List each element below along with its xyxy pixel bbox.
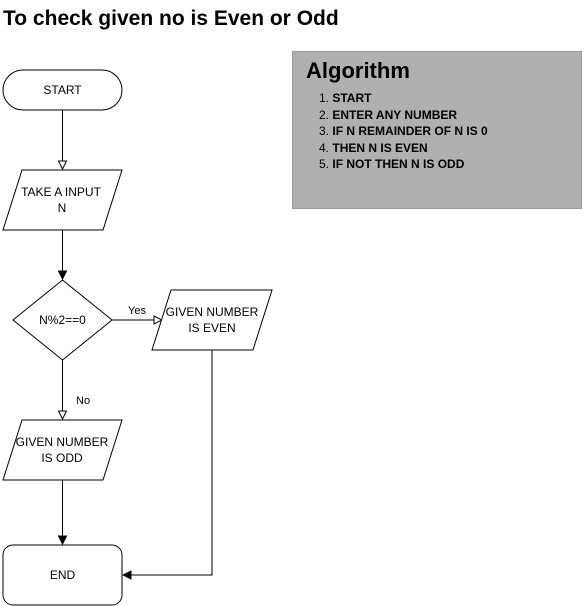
algorithm-steps: 1. START 2. ENTER ANY NUMBER 3. IF N REM…: [319, 90, 488, 173]
algorithm-step: 4. THEN N IS EVEN: [319, 140, 428, 155]
even-label-line1: GIVEN NUMBER: [166, 305, 259, 319]
odd-label-line2: IS ODD: [41, 451, 83, 465]
end-node: END: [2, 544, 123, 606]
algorithm-step: 5. IF NOT THEN N IS ODD: [319, 157, 465, 171]
decision-node: N%2==0: [12, 279, 113, 361]
even-node: GIVEN NUMBER IS EVEN: [151, 289, 273, 351]
end-label: END: [50, 568, 76, 582]
no-label: No: [76, 395, 90, 407]
decision-label: N%2==0: [39, 313, 86, 327]
algorithm-step: 1. START: [319, 91, 372, 105]
start-node: START: [2, 69, 123, 111]
page-title: To check given no is Even or Odd: [3, 7, 339, 30]
input-label-line2: N: [58, 201, 67, 215]
odd-node: GIVEN NUMBER IS ODD: [2, 419, 123, 481]
odd-label-line1: GIVEN NUMBER: [16, 435, 109, 449]
even-label-line2: IS EVEN: [188, 321, 235, 335]
connector-even-end: [123, 350, 213, 575]
algorithm-step: 3. IF N REMAINDER OF N IS 0: [319, 124, 488, 138]
input-label-line1: TAKE A INPUT: [21, 185, 101, 199]
algorithm-panel: Algorithm 1. START 2. ENTER ANY NUMBER 3…: [292, 51, 582, 209]
yes-label: Yes: [128, 305, 146, 317]
algorithm-heading: Algorithm: [306, 58, 410, 83]
input-node: TAKE A INPUT N: [2, 169, 123, 231]
algorithm-step: 2. ENTER ANY NUMBER: [319, 107, 458, 122]
start-label: START: [43, 83, 82, 97]
